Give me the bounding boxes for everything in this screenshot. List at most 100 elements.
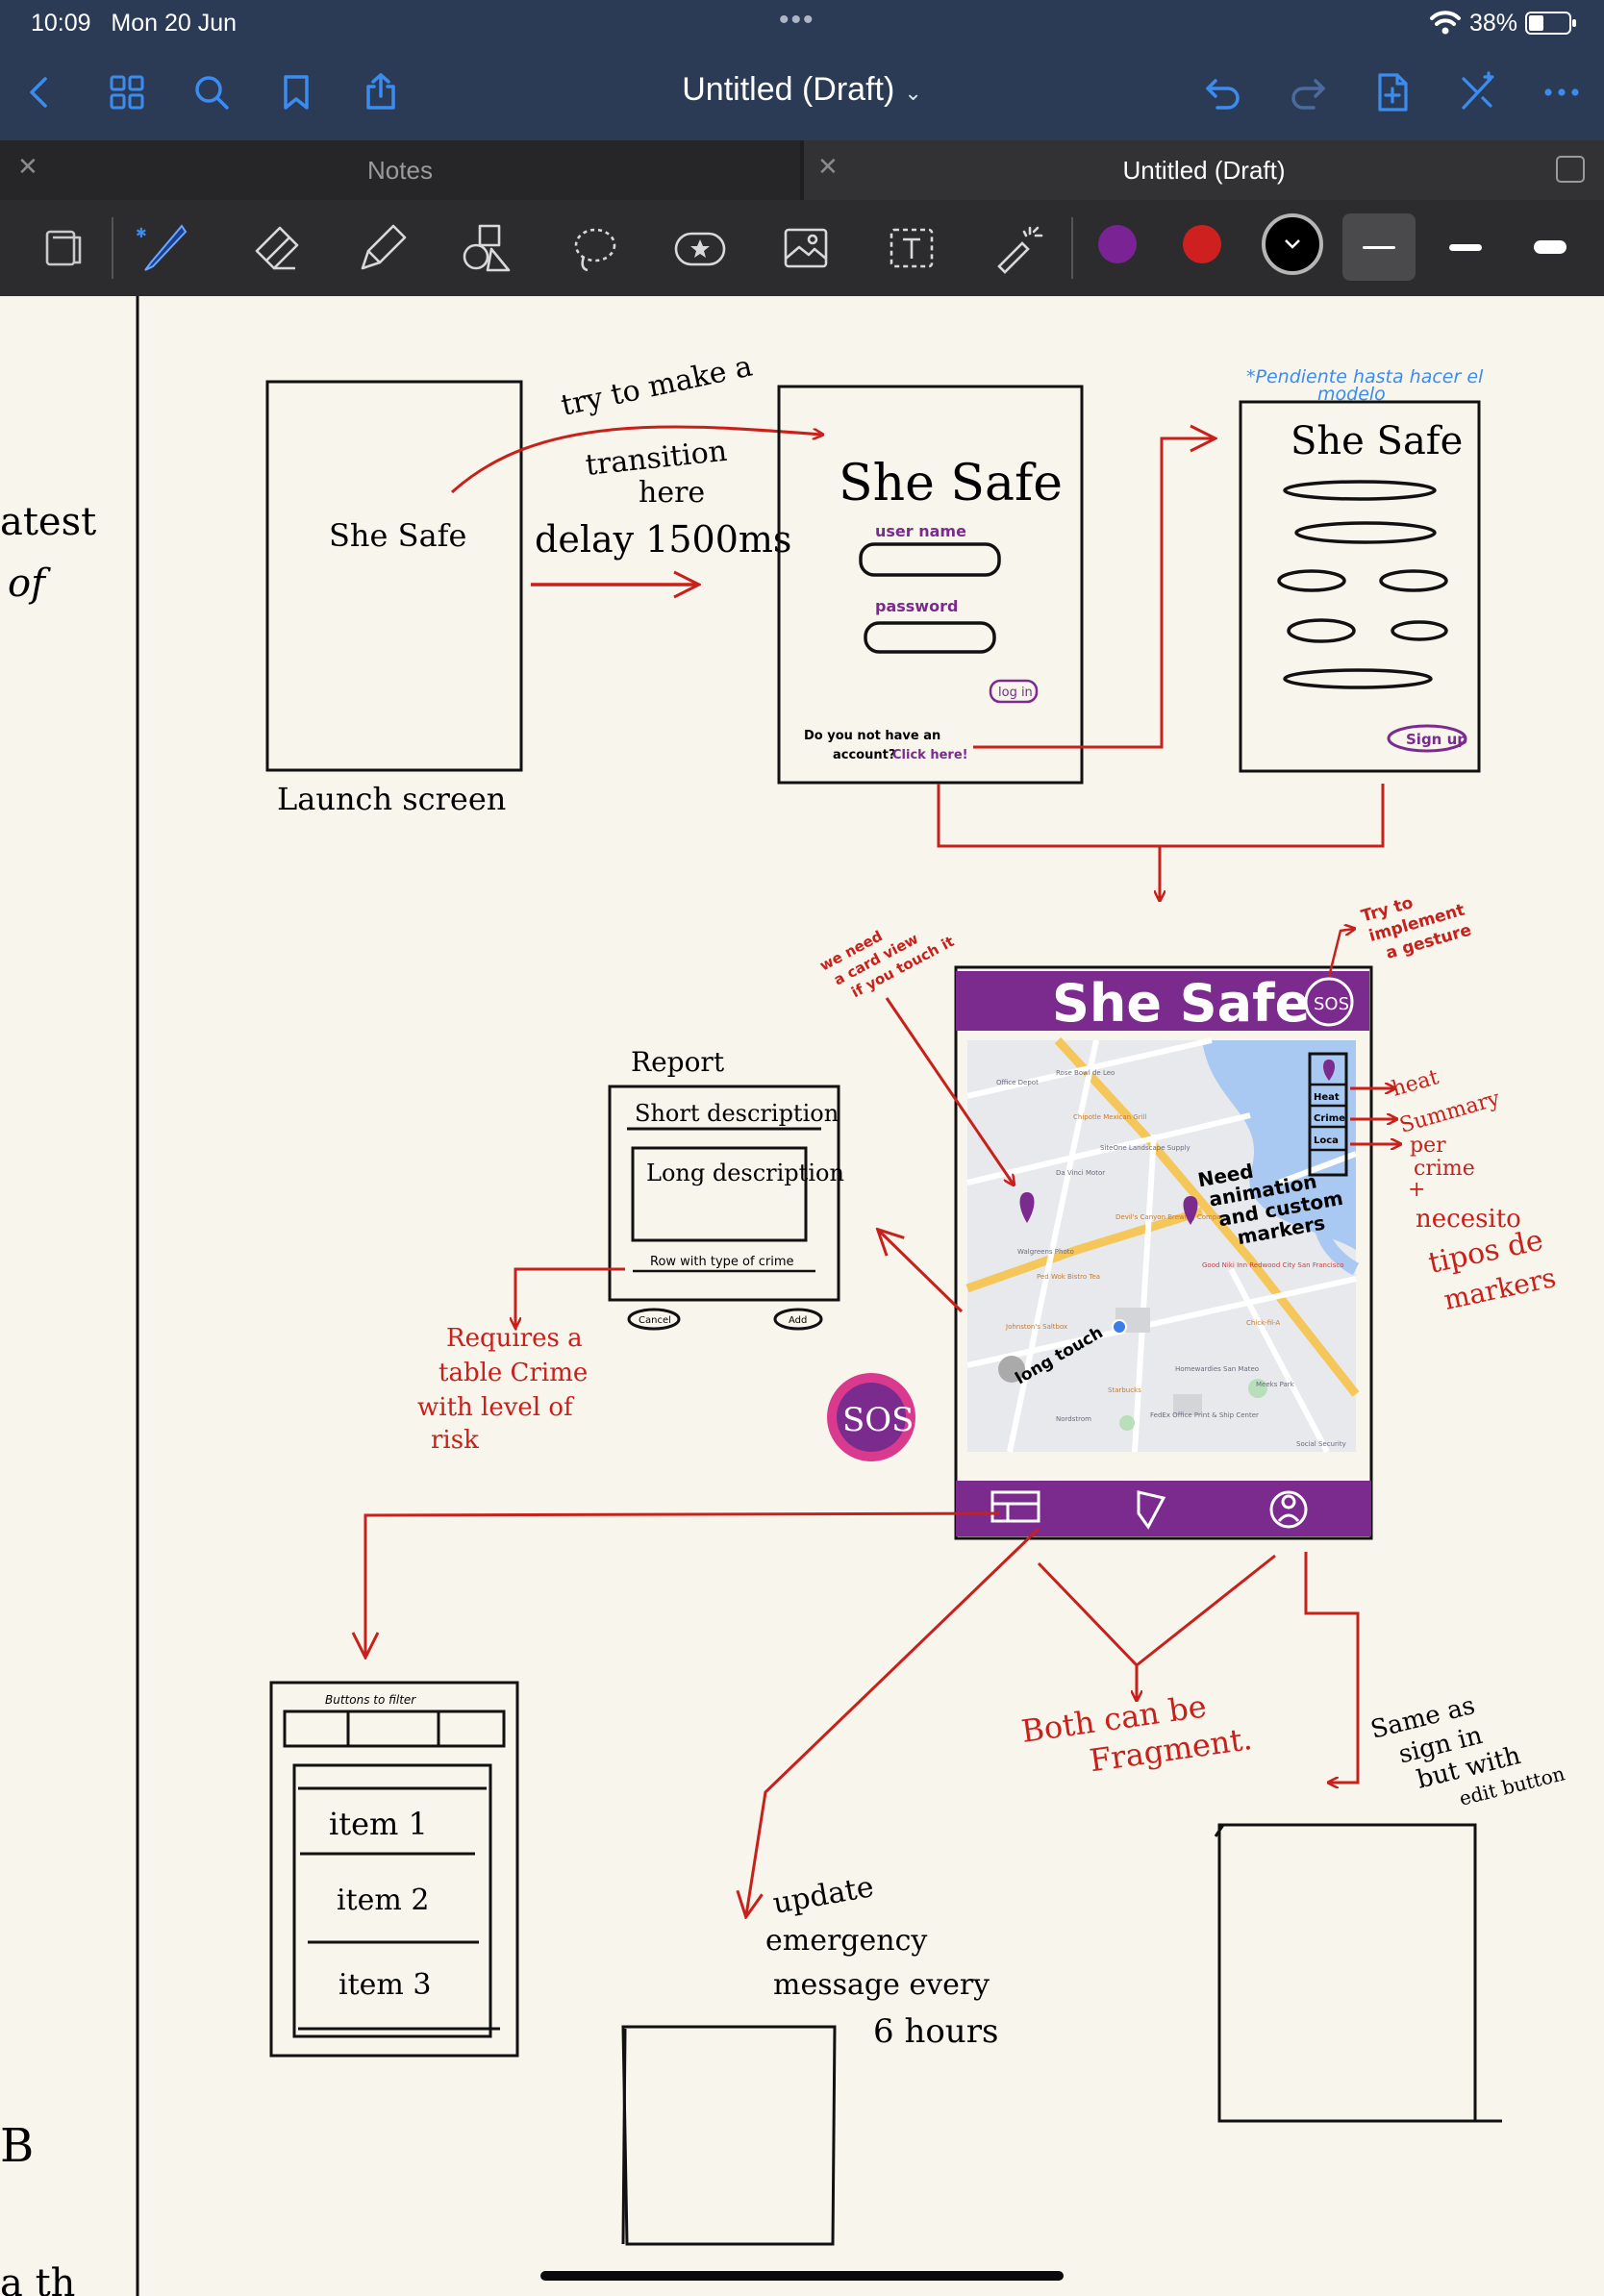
- transition-note: try to make a: [558, 350, 755, 423]
- card-view-arrow: [885, 997, 1014, 1185]
- back-icon[interactable]: [13, 65, 67, 119]
- margin-note: a th: [0, 2261, 75, 2296]
- pending-note: modelo: [1317, 384, 1386, 405]
- custom-map-markers: [1019, 1192, 1198, 1225]
- search-icon[interactable]: [185, 65, 238, 119]
- svg-text:Office Depot: Office Depot: [996, 1079, 1039, 1086]
- color-swatch-red[interactable]: [1183, 225, 1221, 263]
- svg-text:Meeks Park: Meeks Park: [1256, 1381, 1295, 1388]
- profile-tab-icon: [1281, 1494, 1296, 1510]
- login-button-sketch: [989, 679, 1039, 704]
- signup-screen-frame: [1239, 400, 1481, 773]
- lasso-icon[interactable]: [562, 215, 627, 281]
- svg-text:necesito: necesito: [1416, 1205, 1521, 1234]
- image-icon[interactable]: [773, 215, 839, 281]
- signup-fields-sketch: [1277, 480, 1448, 689]
- cancel-button-label: Cancel: [639, 1315, 671, 1326]
- main-screen-frame: [954, 965, 1373, 1540]
- page-thumbnail-icon[interactable]: [29, 215, 94, 281]
- toolbar-divider: [112, 217, 113, 279]
- svg-text:✱: ✱: [136, 226, 147, 241]
- svg-text:Ped Wok Bistro Tea: Ped Wok Bistro Tea: [1037, 1273, 1100, 1281]
- login-button-label: log in: [998, 686, 1033, 700]
- fragment-arrow: [1136, 1554, 1276, 1667]
- pen-icon[interactable]: ✱: [131, 215, 196, 281]
- card-view-note: we need a card view if you touch it: [816, 927, 957, 1001]
- color-swatch-black[interactable]: [1262, 213, 1323, 275]
- undo-icon[interactable]: [1196, 65, 1250, 119]
- account-question: Do you not have an: [804, 729, 940, 743]
- tab-untitled-draft[interactable]: ✕ Untitled (Draft): [804, 140, 1604, 200]
- sos-button-sketch: [1304, 977, 1354, 1027]
- gesture-note: Try to implement a gesture: [1359, 893, 1473, 963]
- more-icon[interactable]: [1535, 65, 1589, 119]
- requires-arrow: [515, 1267, 625, 1327]
- password-label: password: [875, 597, 958, 615]
- login-screen-frame: [777, 385, 1084, 785]
- svg-text:Social Security: Social Security: [1296, 1440, 1346, 1448]
- map-layer-chips: Heat Crime Loca: [1308, 1052, 1348, 1177]
- stroke-size-thin[interactable]: [1342, 213, 1416, 281]
- filter-buttons-sketch: [283, 1710, 506, 1748]
- stroke-size-medium[interactable]: [1429, 213, 1502, 281]
- multitasking-dots-icon[interactable]: •••: [779, 4, 815, 36]
- click-here-link: Click here!: [892, 748, 968, 762]
- drawing-toolbar: ✱: [0, 200, 1604, 296]
- short-description-label: Short description: [635, 1100, 839, 1127]
- stroke-size-thick[interactable]: [1514, 213, 1587, 281]
- margin-note: of: [8, 562, 51, 606]
- layer-chip-heat: Heat: [1314, 1092, 1340, 1103]
- close-tab-icon[interactable]: ✕: [17, 152, 38, 181]
- list-item: item 2: [337, 1884, 429, 1917]
- profile-tab-icon: [1277, 1513, 1300, 1523]
- laser-pointer-icon[interactable]: [985, 215, 1050, 281]
- bookmark-icon[interactable]: [269, 65, 323, 119]
- fragments-note: Both can be Fragment.: [1019, 1687, 1255, 1779]
- highlighter-icon[interactable]: [350, 215, 415, 281]
- list-item: item 3: [338, 1968, 431, 2002]
- requires-note: Requires a table Crime with level of ris…: [417, 1324, 588, 1455]
- sos-label: SOS: [1314, 994, 1349, 1014]
- text-icon[interactable]: [879, 215, 944, 281]
- svg-text:message every: message every: [773, 1968, 990, 2002]
- svg-text:FedEx Office Print & Ship Cent: FedEx Office Print & Ship Center: [1150, 1411, 1259, 1419]
- map-image: [965, 1036, 1360, 1454]
- profile-screen-frame: [1217, 1823, 1477, 2123]
- launch-app-name: She Safe: [329, 517, 466, 554]
- close-tab-icon[interactable]: ✕: [817, 152, 839, 181]
- add-page-icon[interactable]: [1366, 65, 1419, 119]
- pen-tools-icon[interactable]: [1450, 65, 1504, 119]
- svg-text:per: per: [1410, 1134, 1446, 1158]
- bottom-nav-bar: [956, 1481, 1371, 1536]
- delay-note: delay 1500ms: [535, 518, 791, 561]
- launch-screen-frame: [265, 380, 523, 772]
- svg-text:6 hours: 6 hours: [873, 2012, 998, 2051]
- svg-text:Requires a: Requires a: [446, 1324, 583, 1353]
- svg-text:Homewardies San Mateo: Homewardies San Mateo: [1175, 1365, 1259, 1373]
- eraser-icon[interactable]: [242, 215, 308, 281]
- shapes-icon[interactable]: [454, 215, 519, 281]
- color-swatch-purple[interactable]: [1098, 225, 1137, 263]
- svg-text:Nordstrom: Nordstrom: [1056, 1415, 1091, 1423]
- status-time: 10:09 Mon 20 Jun: [31, 10, 238, 37]
- home-indicator[interactable]: [540, 2271, 1064, 2281]
- note-canvas[interactable]: atest of B a th She Safe Launch screen t…: [0, 296, 1604, 2296]
- status-bar: 10:09 Mon 20 Jun ••• 38%: [0, 0, 1604, 46]
- launch-screen-caption: Launch screen: [277, 781, 506, 817]
- username-field-sketch: [859, 542, 1001, 577]
- grid-view-icon[interactable]: [100, 65, 154, 119]
- add-button-sketch: [773, 1308, 823, 1331]
- share-icon[interactable]: [354, 65, 408, 119]
- document-title[interactable]: Untitled (Draft)⌄: [682, 71, 922, 108]
- battery-percent: 38%: [1469, 10, 1518, 37]
- redo-icon[interactable]: [1281, 65, 1335, 119]
- svg-text:Chipotle Mexican Grill: Chipotle Mexican Grill: [1073, 1113, 1147, 1121]
- sticker-icon[interactable]: [667, 215, 733, 281]
- report-frame: [608, 1085, 840, 1302]
- signup-button-sketch: [1387, 724, 1467, 753]
- tab-notes[interactable]: ✕ Notes: [0, 140, 800, 200]
- emergency-screen-frame: [621, 2025, 837, 2246]
- filter-buttons-label: Buttons to filter: [325, 1693, 416, 1707]
- pending-note: *Pendiente hasta hacer el: [1246, 366, 1484, 387]
- split-view-icon[interactable]: [1556, 156, 1585, 183]
